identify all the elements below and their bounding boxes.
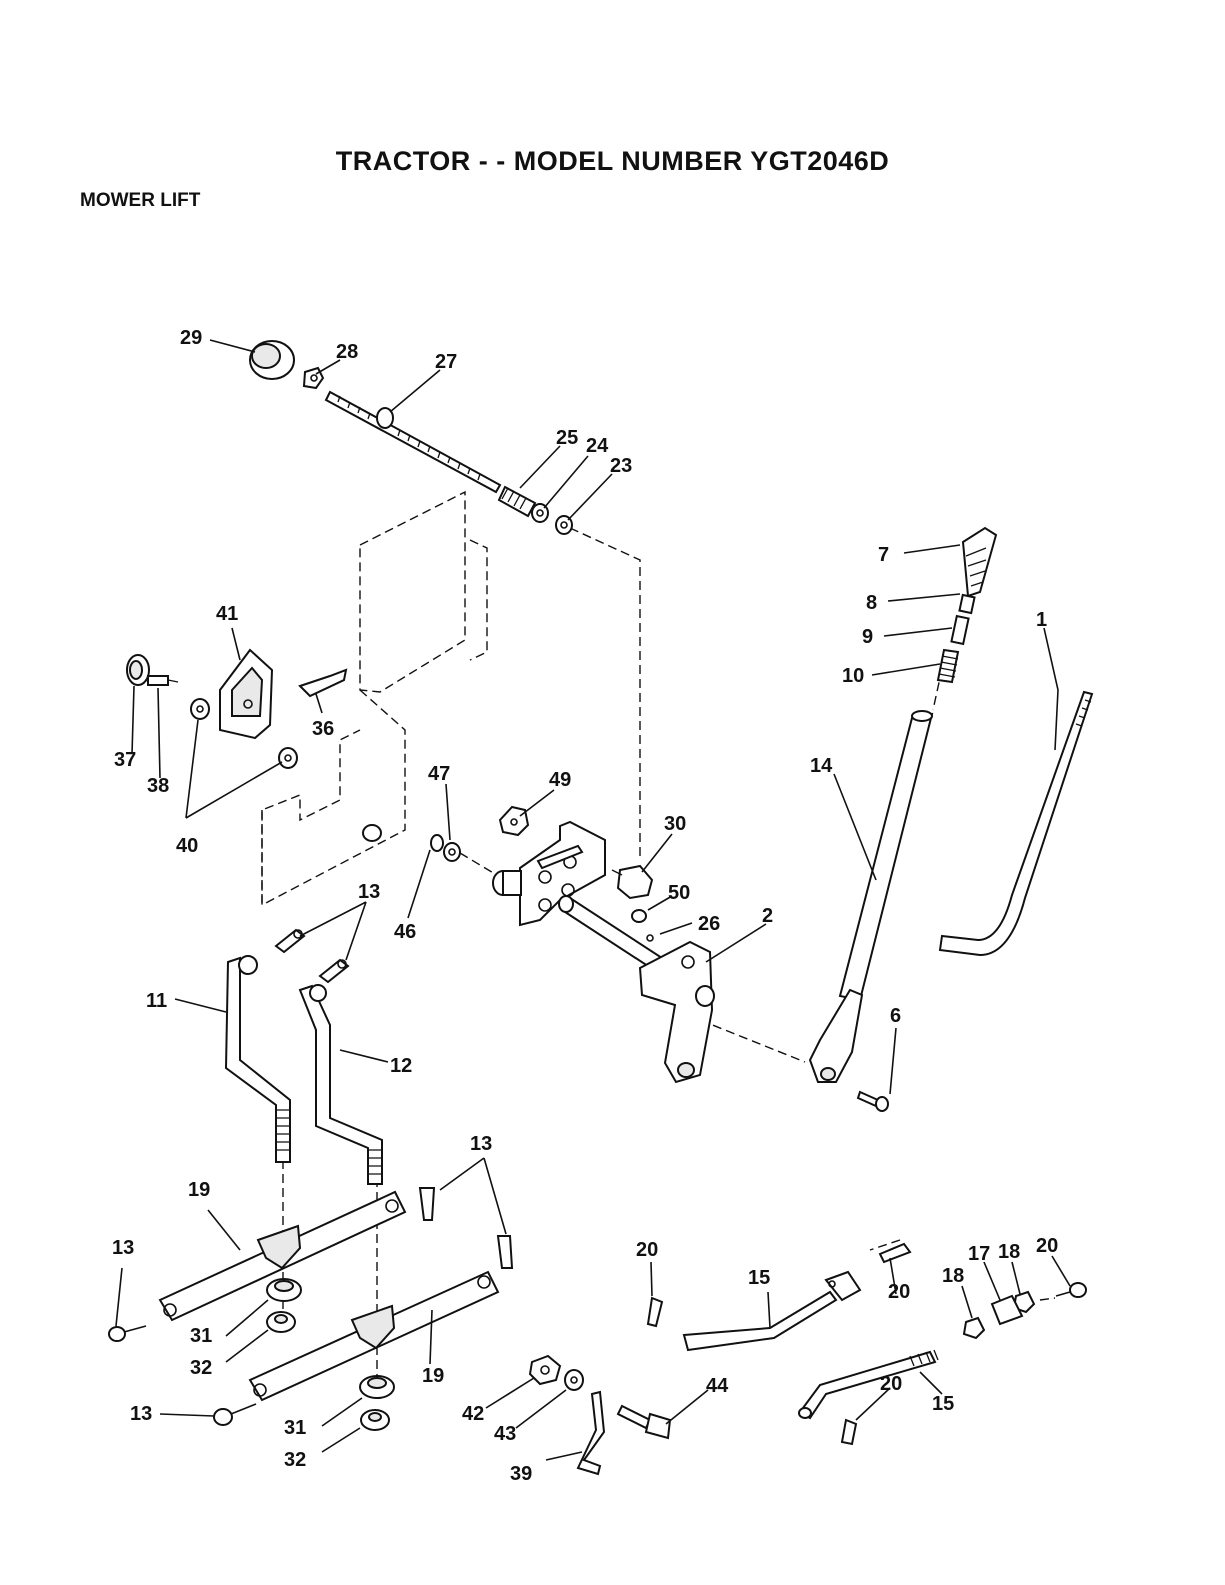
part-13-clip-lower — [214, 1404, 256, 1425]
part-11-lift-link — [226, 956, 290, 1162]
callout-44: 44 — [706, 1375, 729, 1397]
part-9-button — [951, 616, 968, 644]
callout-24: 24 — [586, 435, 609, 457]
part-31-bushing-upper — [267, 1279, 301, 1301]
part-13-clip-upper — [276, 930, 348, 982]
callout-30: 30 — [664, 813, 686, 835]
callout-42: 42 — [462, 1403, 484, 1425]
callout-13-left: 13 — [112, 1237, 134, 1259]
part-20-clip-b — [880, 1244, 910, 1262]
part-10-spring — [938, 650, 958, 682]
part-41-bracket — [220, 650, 272, 738]
callout-6: 6 — [890, 1005, 901, 1027]
part-50-washer — [632, 910, 646, 922]
part-39-bracket — [578, 1392, 604, 1474]
callout-29: 29 — [180, 327, 202, 349]
callout-32-lower: 32 — [284, 1449, 306, 1471]
callout-9: 9 — [862, 626, 873, 648]
callout-31-upper: 31 — [190, 1325, 212, 1347]
callout-23: 23 — [610, 455, 632, 477]
part-44-bolt — [618, 1406, 670, 1438]
part-40-washer-b — [279, 748, 297, 768]
part-1-lift-rod — [940, 692, 1092, 955]
callout-15-lower: 15 — [932, 1393, 954, 1415]
part-20-clip-d — [842, 1420, 856, 1444]
part-13-clip-right — [420, 1188, 512, 1268]
part-31-bushing-lower — [360, 1376, 394, 1398]
part-25-spring — [499, 487, 535, 516]
part-12-lift-link — [300, 985, 382, 1184]
callout-20-a: 20 — [636, 1239, 658, 1261]
callout-17: 17 — [968, 1243, 990, 1265]
part-37-cap — [127, 655, 149, 685]
part-20-clip-c — [1056, 1283, 1086, 1297]
callout-46: 46 — [394, 921, 416, 943]
part-38-bolt — [148, 676, 178, 685]
part-20-clip-a — [648, 1298, 662, 1326]
callout-8: 8 — [866, 592, 877, 614]
callout-leader-lines — [116, 340, 1070, 1460]
plate-pivot-stud — [363, 825, 381, 841]
part-8-spacer — [959, 595, 974, 613]
callout-32-upper: 32 — [190, 1357, 212, 1379]
callout-49: 49 — [549, 769, 571, 791]
part-32-nut-upper — [267, 1312, 295, 1332]
part-7-handle-grip — [963, 528, 996, 596]
callout-41: 41 — [216, 603, 238, 625]
part-47-washer — [444, 843, 460, 861]
part-32-nut-lower — [361, 1410, 389, 1430]
callout-14: 14 — [810, 755, 833, 777]
callout-43: 43 — [494, 1423, 516, 1445]
callout-12: 12 — [390, 1055, 412, 1077]
part-27-adjustment-rod — [326, 392, 500, 492]
part-43-washer — [565, 1370, 583, 1390]
part-13-clip-left — [109, 1326, 146, 1341]
callout-26: 26 — [698, 913, 720, 935]
callout-36: 36 — [312, 718, 334, 740]
part-46-retainer — [431, 835, 443, 851]
callout-31-lower: 31 — [284, 1417, 306, 1439]
callout-19-upper: 19 — [188, 1179, 210, 1201]
callout-2: 2 — [762, 905, 773, 927]
callout-13-upper: 13 — [358, 881, 380, 903]
part-26-cotter — [647, 935, 653, 941]
part-15-rod-upper — [684, 1272, 860, 1350]
callout-40: 40 — [176, 835, 198, 857]
callout-27: 27 — [435, 351, 457, 373]
callout-20-b: 20 — [888, 1281, 910, 1303]
callout-1: 1 — [1036, 609, 1047, 631]
callout-11: 11 — [146, 990, 167, 1012]
callout-20-d: 20 — [880, 1373, 902, 1395]
part-36-clip — [300, 670, 346, 696]
callout-39: 39 — [510, 1463, 532, 1485]
part-42-nut — [530, 1356, 560, 1384]
callout-13-lower: 13 — [130, 1403, 152, 1425]
part-2-lift-shaft — [493, 822, 714, 1082]
callout-18-left: 18 — [942, 1265, 964, 1287]
part-49-nut — [500, 807, 528, 835]
part-18-nut-left — [964, 1318, 984, 1338]
callout-19-lower: 19 — [422, 1365, 444, 1387]
callout-50: 50 — [668, 882, 690, 904]
callout-37: 37 — [114, 749, 136, 771]
callout-38: 38 — [147, 775, 169, 797]
callout-20-c: 20 — [1036, 1235, 1058, 1257]
callout-28: 28 — [336, 341, 358, 363]
part-6-bolt — [858, 1092, 888, 1111]
callout-18-right: 18 — [998, 1241, 1020, 1263]
callout-15-upper: 15 — [748, 1267, 770, 1289]
part-30-trunnion — [612, 866, 652, 898]
callout-10: 10 — [842, 665, 864, 687]
part-29-knob — [250, 341, 294, 379]
callout-47: 47 — [428, 763, 450, 785]
callout-25: 25 — [556, 427, 578, 449]
callout-7: 7 — [878, 544, 889, 566]
part-40-washer-a — [191, 699, 209, 719]
callout-13-right: 13 — [470, 1133, 492, 1155]
